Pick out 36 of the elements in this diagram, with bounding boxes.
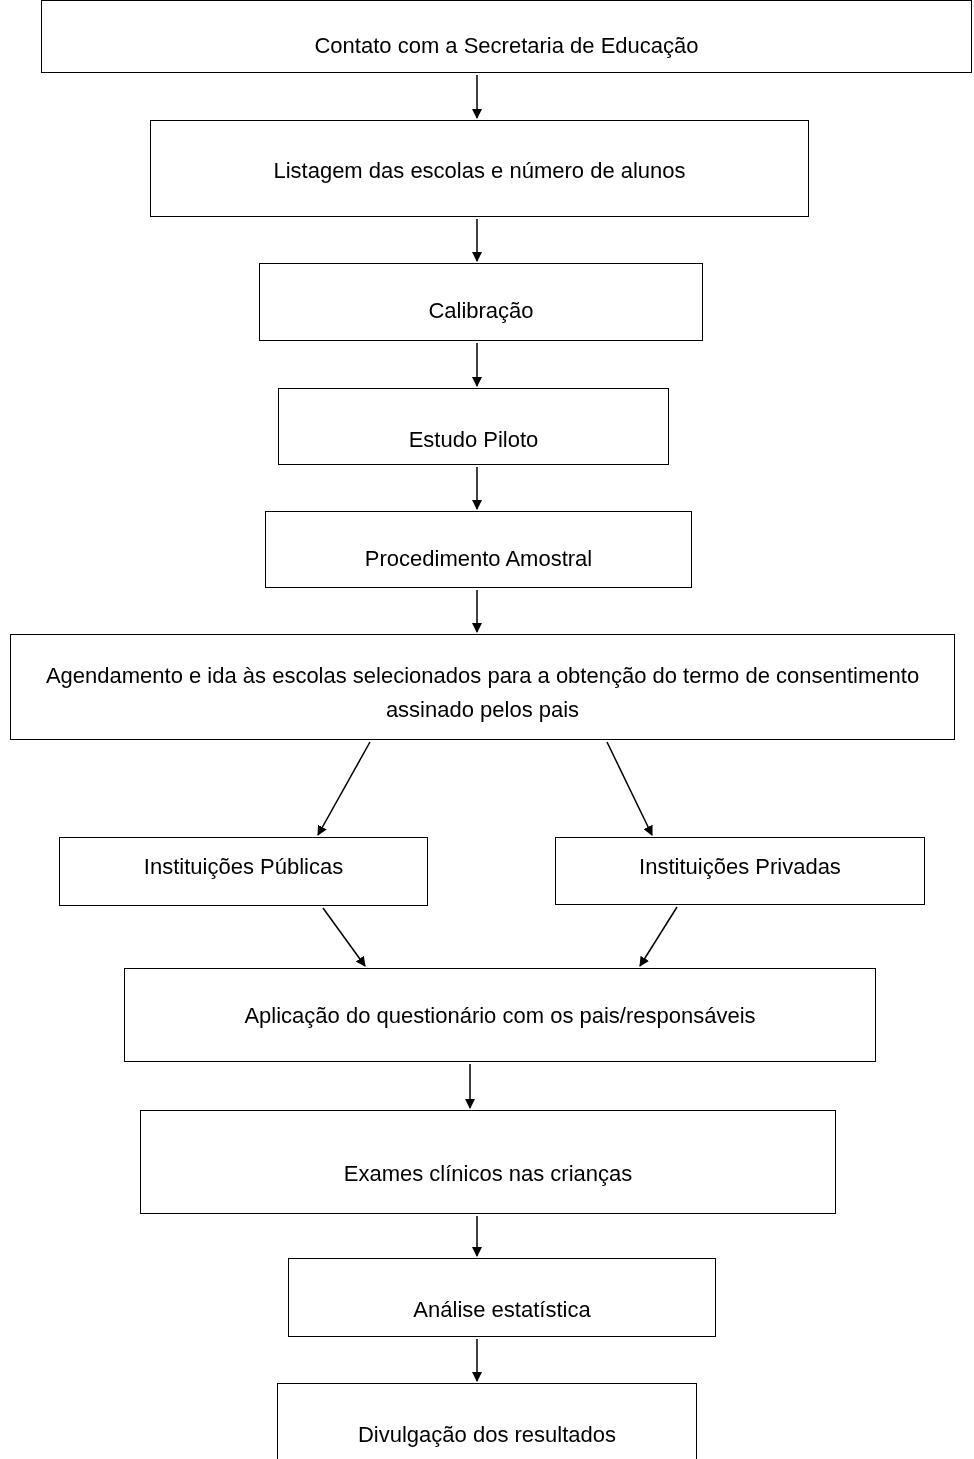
- step-label: Procedimento Amostral: [364, 545, 593, 573]
- process-box: [555, 837, 925, 905]
- step-label: Instituições Privadas: [639, 853, 841, 881]
- process-box: [150, 120, 809, 217]
- process-box: [124, 968, 876, 1062]
- step-label: Instituições Públicas: [143, 853, 344, 881]
- step-label: Divulgação dos resultados: [357, 1421, 616, 1449]
- process-box: [259, 263, 703, 341]
- process-box: [278, 388, 669, 465]
- step-label: Exames clínicos nas crianças: [343, 1160, 633, 1188]
- process-box: [288, 1258, 716, 1337]
- arrow: [472, 342, 482, 387]
- step-label: Agendamento e ida às escolas selecionados para a obtenção do termo de consentimento assinado pelos pais: [44, 662, 921, 724]
- process-box: [265, 511, 692, 588]
- step-label: Aplicação do questionário com os pais/responsáveis: [244, 1002, 756, 1030]
- process-box: [10, 634, 955, 740]
- arrow: [322, 907, 366, 967]
- step-label: Contato com a Secretaria de Educação: [314, 32, 699, 60]
- step-label: Estudo Piloto: [408, 426, 539, 454]
- process-box: [59, 837, 428, 906]
- step-label: Calibração: [428, 297, 534, 325]
- arrow: [472, 1338, 482, 1382]
- process-box: [41, 0, 972, 73]
- arrow: [472, 466, 482, 510]
- arrow: [606, 741, 653, 836]
- process-box: [140, 1110, 836, 1214]
- arrow: [465, 1063, 475, 1109]
- process-box: [277, 1383, 697, 1459]
- arrow: [472, 1215, 482, 1257]
- arrow: [317, 741, 371, 836]
- arrow: [639, 906, 678, 967]
- arrow: [472, 218, 482, 262]
- arrow: [472, 74, 482, 119]
- step-label: Análise estatística: [413, 1296, 591, 1324]
- arrow: [472, 589, 482, 633]
- step-label: Listagem das escolas e número de alunos: [273, 157, 686, 185]
